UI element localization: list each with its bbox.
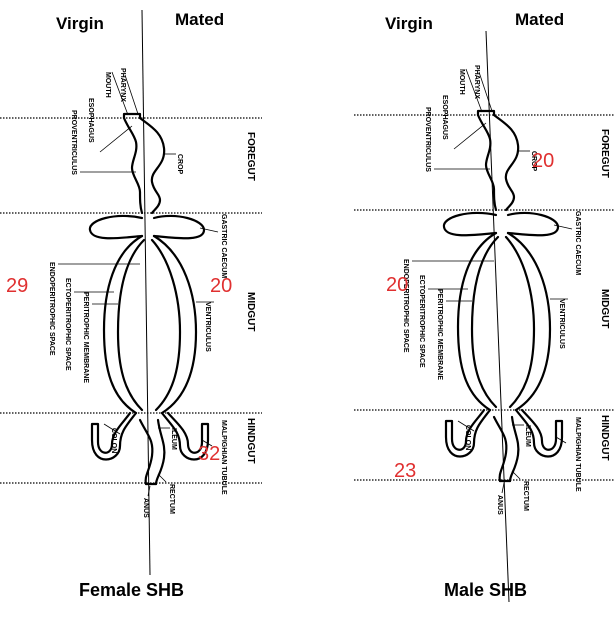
rectum-label: RECTUM	[522, 481, 529, 511]
female-mated-hindgut-count: 32	[198, 443, 220, 465]
colon-label: COLON	[464, 425, 471, 450]
peritrophic-membrane-label: PERITROPHIC MEMBRANE	[436, 289, 443, 380]
endoperitrophic-space-label: ENDOPERITROPHIC SPACE	[48, 262, 55, 356]
ectoperitrophic-space-label: ECTOPERITROPHIC SPACE	[418, 275, 425, 368]
midgut-label: MIDGUT	[599, 289, 610, 328]
malpighian-tubule-label: MALPIGHIAN TUBULE	[220, 420, 227, 495]
anus-label: ANUS	[142, 498, 149, 518]
gastric-caecum-label: GASTRIC CAECUM	[574, 211, 581, 275]
anus-label: ANUS	[496, 495, 503, 515]
female-mated-midgut-count: 20	[210, 275, 232, 297]
ectoperitrophic-space-label: ECTOPERITROPHIC SPACE	[64, 278, 71, 371]
ileum-label: ILEUM	[170, 428, 177, 450]
crop-label: CROP	[176, 154, 183, 175]
male-mated-foregut-count: 20	[532, 150, 554, 172]
hindgut-label: HINDGUT	[245, 418, 256, 464]
rectum-label: RECTUM	[168, 484, 175, 514]
mouth-label: MOUTH	[104, 72, 111, 98]
gut-diagram-left: MOUTH PHARYNX ESOPHAGUS PROVENTRICULUS C…	[0, 10, 262, 575]
pharynx-label: PHARYNX	[473, 65, 480, 99]
foregut-label: FOREGUT	[245, 132, 256, 181]
proventriculus-label: PROVENTRICULUS	[70, 110, 77, 175]
midgut-label: MIDGUT	[245, 292, 256, 331]
colon-label: COLON	[110, 428, 117, 453]
hindgut-label: HINDGUT	[599, 415, 610, 461]
ileum-label: ILEUM	[524, 425, 531, 447]
esophagus-label: ESOPHAGUS	[87, 98, 94, 143]
malpighian-tubule-label: MALPIGHIAN TUBULE	[574, 417, 581, 492]
ventriculus-label: VENTRICULUS	[558, 299, 565, 349]
gut-diagram-right: MOUTH PHARYNX ESOPHAGUS PROVENTRICULUS C…	[354, 31, 614, 602]
gastric-caecum-label: GASTRIC CAECUM	[220, 214, 227, 278]
pharynx-label: PHARYNX	[119, 68, 126, 102]
mouth-label: MOUTH	[458, 69, 465, 95]
peritrophic-membrane-label: PERITROPHIC MEMBRANE	[82, 292, 89, 383]
female-virgin-midgut-count: 29	[6, 275, 28, 297]
esophagus-label: ESOPHAGUS	[441, 95, 448, 140]
male-virgin-hindgut-count: 23	[394, 460, 416, 482]
proventriculus-label: PROVENTRICULUS	[424, 107, 431, 172]
divider-line-left	[142, 10, 150, 575]
male-virgin-midgut-count: 20	[386, 274, 408, 296]
ventriculus-label: VENTRICULUS	[204, 302, 211, 352]
foregut-label: FOREGUT	[599, 129, 610, 178]
